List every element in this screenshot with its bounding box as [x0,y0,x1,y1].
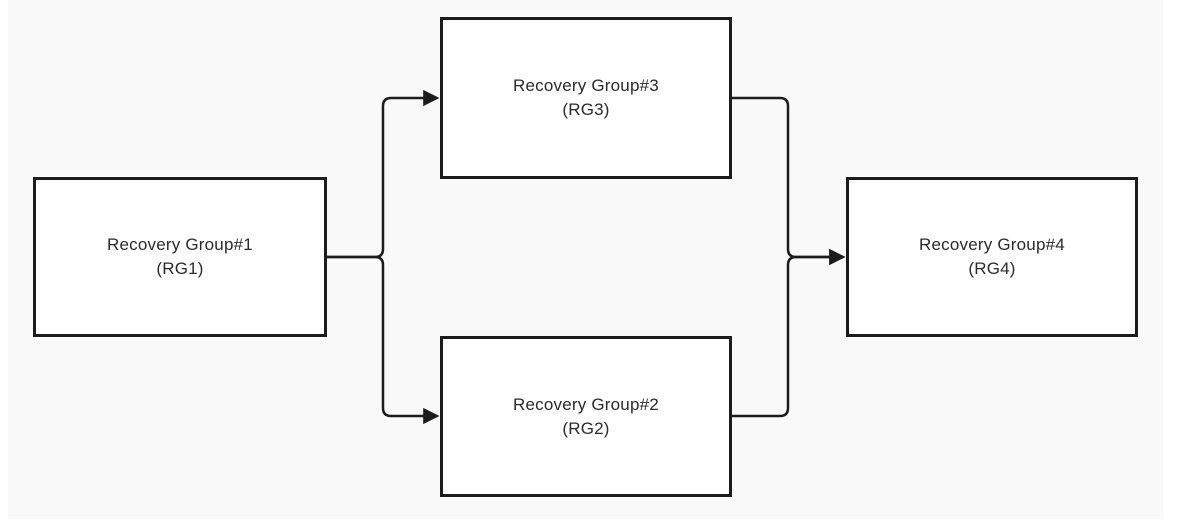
node-label: Recovery Group#2 [513,394,659,414]
node-recovery-group-1: Recovery Group#1 (RG1) [33,177,327,337]
node-code: (RG1) [156,259,204,278]
node-recovery-group-2: Recovery Group#2 (RG2) [440,336,732,497]
node-code: (RG2) [562,418,610,438]
node-recovery-group-4: Recovery Group#4 (RG4) [846,177,1138,337]
node-label: Recovery Group#3 [513,76,659,95]
node-label: Recovery Group#1 [107,235,253,254]
node-label: Recovery Group#4 [919,235,1065,254]
node-code: (RG4) [968,259,1016,278]
node-code: (RG3) [562,100,610,119]
node-recovery-group-3: Recovery Group#3 (RG3) [440,17,732,179]
